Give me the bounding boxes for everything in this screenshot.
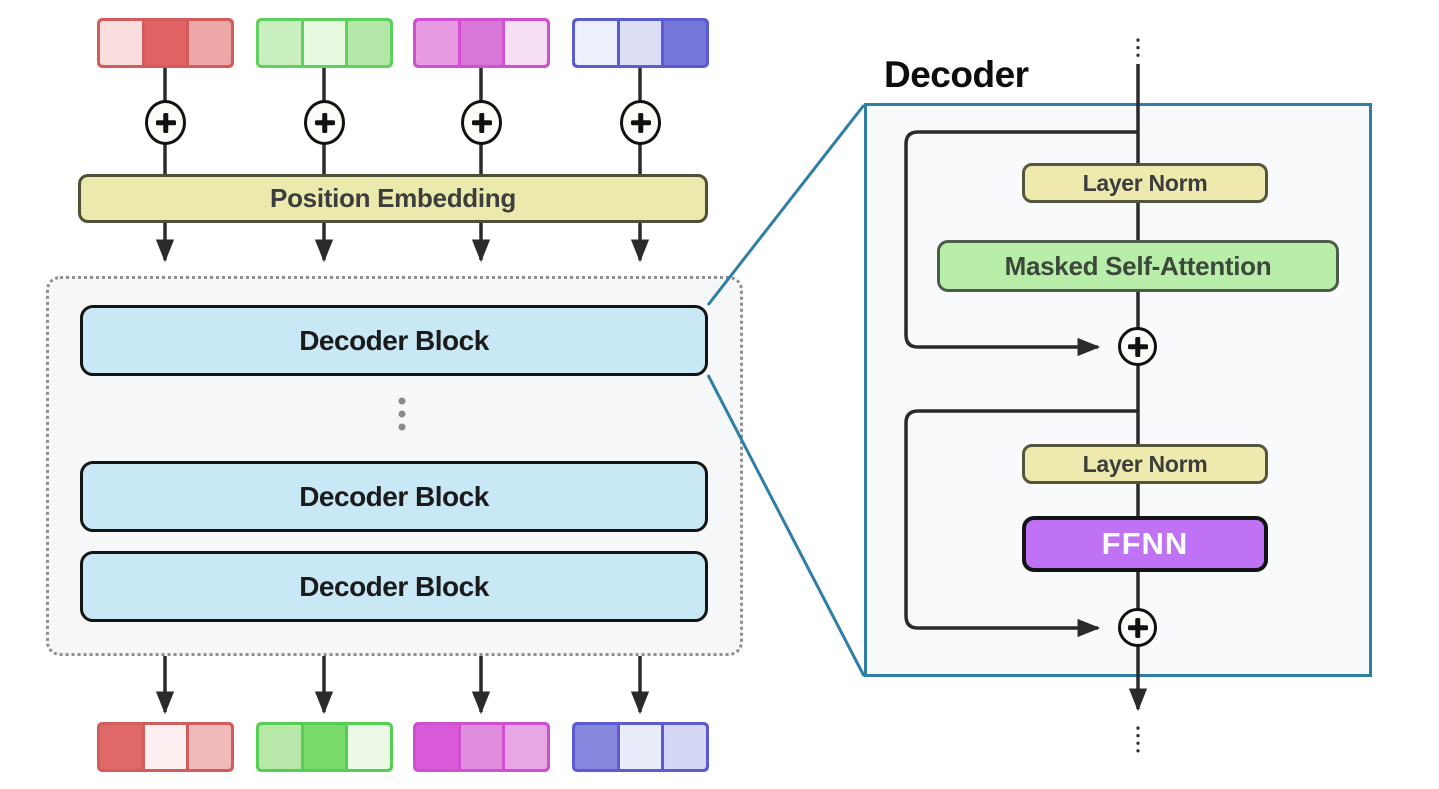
add-icon <box>304 100 345 145</box>
decoder-panel-title: Decoder <box>884 54 1029 95</box>
token-cell <box>575 725 617 769</box>
token-cell <box>664 21 707 65</box>
token-cell <box>460 725 503 769</box>
layer-norm-bottom-box: Layer Norm <box>1022 444 1268 484</box>
decoder-block-3: Decoder Block <box>80 551 708 622</box>
token-cell <box>189 21 232 65</box>
token-cell <box>416 21 458 65</box>
token-cell <box>619 725 662 769</box>
token-cell <box>460 21 503 65</box>
masked-self-attention-box: Masked Self-Attention <box>937 240 1339 292</box>
token-cell <box>505 725 548 769</box>
token-cell <box>259 725 301 769</box>
add-icon <box>461 100 502 145</box>
token-cell <box>664 725 707 769</box>
input-token-magenta <box>413 18 550 68</box>
token-cell <box>348 21 391 65</box>
token-cell <box>575 21 617 65</box>
output-token-green <box>256 722 393 772</box>
input-token-green <box>256 18 393 68</box>
input-token-blue <box>572 18 709 68</box>
token-cell <box>100 725 142 769</box>
token-cell <box>416 725 458 769</box>
token-cell <box>259 21 301 65</box>
decoder-block-1: Decoder Block <box>80 305 708 376</box>
token-cell <box>505 21 548 65</box>
position-embedding-box: Position Embedding <box>78 174 708 223</box>
token-cell <box>144 21 187 65</box>
token-cell <box>303 725 346 769</box>
output-token-red <box>97 722 234 772</box>
flow-lines <box>155 38 1148 759</box>
residual-add-icon-attention <box>1118 327 1157 366</box>
layer-norm-top-box: Layer Norm <box>1022 163 1268 203</box>
token-cell <box>189 725 232 769</box>
output-token-magenta <box>413 722 550 772</box>
add-icon <box>145 100 186 145</box>
token-cell <box>100 21 142 65</box>
token-cell <box>619 21 662 65</box>
token-cell <box>144 725 187 769</box>
decoder-block-2: Decoder Block <box>80 461 708 532</box>
residual-skip-ffnn <box>904 409 1138 638</box>
add-icon <box>620 100 661 145</box>
input-token-red <box>97 18 234 68</box>
output-token-blue <box>572 722 709 772</box>
ffnn-box: FFNN <box>1022 516 1268 572</box>
token-cell <box>303 21 346 65</box>
residual-skip-attention <box>904 130 1138 357</box>
ellipsis-dots <box>398 397 406 431</box>
token-cell <box>348 725 391 769</box>
residual-add-icon-ffnn <box>1118 608 1157 647</box>
zoom-indicator-lines <box>706 104 866 677</box>
